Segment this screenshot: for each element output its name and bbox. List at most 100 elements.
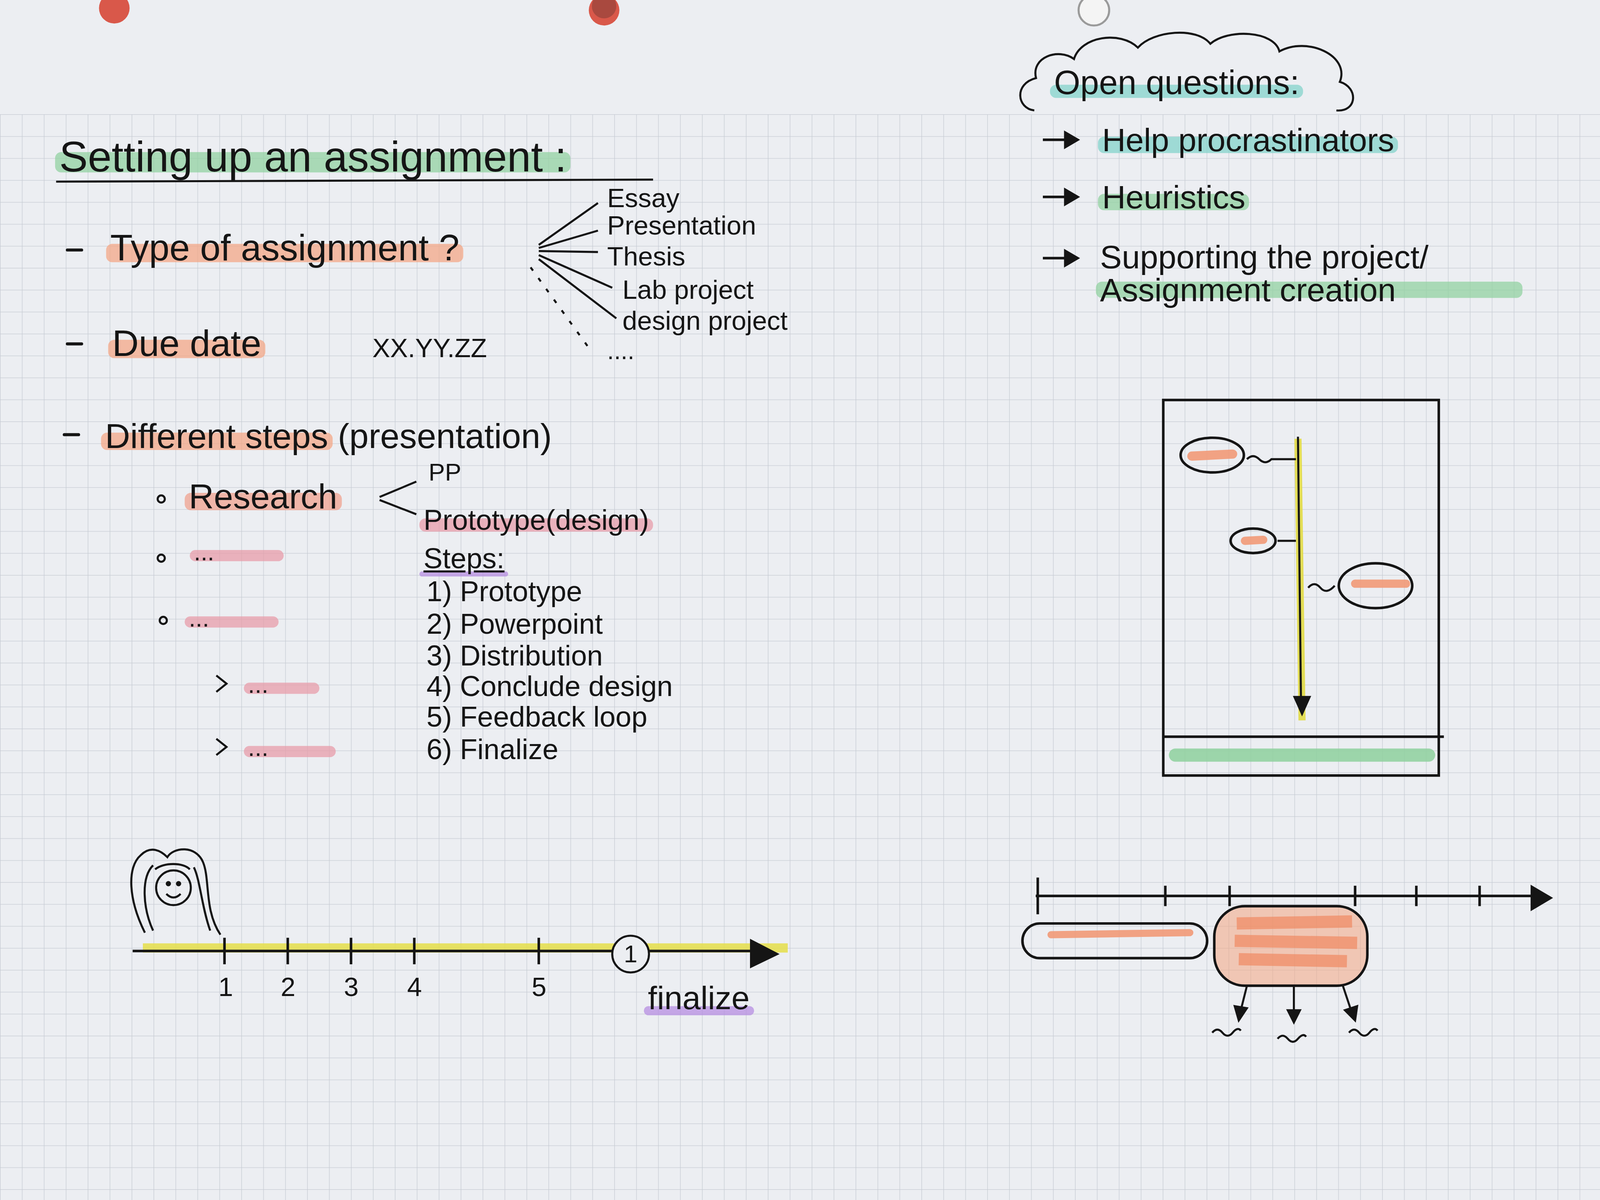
timeline-right-part-part: [1234, 1005, 1247, 1021]
option-text: Thesis: [607, 241, 686, 273]
fan-lines-part: [538, 251, 599, 253]
marker-highlight: [108, 340, 266, 358]
screen-sketch-part: [1292, 696, 1312, 717]
screen-sketch-part: [1246, 455, 1296, 462]
research-bracket-part: [379, 500, 417, 515]
screen-sketch-part: [1191, 453, 1233, 456]
tick-number: 4: [407, 972, 422, 1004]
timeline-right-part-part: [1277, 1034, 1306, 1042]
girl-figure-part: [131, 849, 221, 935]
timeline-right-part-part: [1212, 1028, 1241, 1036]
timeline-right-part: [1022, 923, 1208, 958]
marker-highlight: [1096, 281, 1523, 299]
tick-number: 1: [218, 972, 233, 1004]
timeline-right-part-part: [1353, 885, 1357, 906]
timeline-right-part-part: [1478, 885, 1481, 906]
marker-highlight: [244, 682, 320, 695]
sub-item: Prototype(design): [423, 503, 649, 537]
list-bullets-part: [157, 495, 165, 503]
date-placeholder: XX.YY.ZZ: [372, 333, 488, 365]
bullet-dashes-part: [67, 248, 82, 252]
timeline-left-part-part: [286, 937, 289, 965]
placeholder-item: ...: [248, 670, 269, 699]
marker-highlight: [101, 432, 333, 450]
placeholder-item: ...: [188, 603, 210, 633]
thought-cloud: Open questions:: [1015, 28, 1361, 115]
list-bullets-part: [216, 675, 227, 692]
girl-figure: [131, 849, 221, 935]
steps-heading: Steps:: [423, 542, 505, 576]
option-text: Essay: [607, 183, 680, 215]
page-title: Setting up an assignment :: [59, 132, 567, 182]
question-arrows: [1042, 132, 1078, 266]
sub-item: PP: [428, 458, 462, 487]
option-text: Lab project: [622, 275, 754, 306]
timeline-left-part: [750, 938, 780, 969]
screen-sketch-part: [1163, 735, 1444, 738]
timeline-right-part-part: [1348, 1028, 1378, 1036]
timeline-left-part: [132, 949, 760, 952]
marker-highlight: [419, 517, 654, 532]
timeline-right-part: [1214, 905, 1368, 986]
list-bullets-part: [159, 616, 167, 624]
marker-highlight: [184, 493, 342, 510]
girl-figure-part: [155, 870, 191, 905]
screen-sketch-part: [1355, 579, 1407, 589]
fan-lines-part: [538, 230, 599, 249]
question-item: Help procrastinators: [1101, 121, 1395, 160]
timeline-left-part-part: [413, 937, 416, 965]
timeline-right-part: [1234, 921, 1358, 962]
screen-sketch-part: [1230, 528, 1276, 554]
timeline-left: [132, 937, 788, 969]
step-item: 4) Conclude design: [426, 670, 673, 704]
question-arrows-part: [1065, 132, 1078, 147]
fan-lines-part: [538, 255, 613, 288]
timeline-left-part-part: [537, 937, 540, 965]
tick-number: 5: [531, 972, 547, 1004]
marker-highlight: [189, 549, 284, 562]
list-heading: Different steps (presentation): [105, 416, 552, 457]
timeline-right-part-part: [1292, 985, 1295, 1013]
circled-marker: 1: [611, 934, 650, 974]
paper-part: [0, 114, 1600, 1200]
step-item: 3) Distribution: [426, 639, 603, 673]
punch-holes: [98, 0, 1110, 26]
screen-sketch-part: [1175, 748, 1429, 762]
screen-sketch-part: [1180, 437, 1244, 473]
girl-figure-part: [194, 867, 211, 931]
node-text: Open questions:: [1053, 63, 1300, 102]
timeline-right: [1022, 877, 1554, 1042]
marker-highlight: [184, 615, 279, 628]
question-item: Heuristics: [1101, 178, 1246, 217]
screen-sketch-part: [1298, 436, 1302, 705]
marker-highlight: [1050, 84, 1304, 99]
girl-figure-part: [155, 863, 190, 870]
question-arrows-part: [1065, 189, 1078, 204]
marker-highlight: [644, 1005, 755, 1016]
screen-sketch-part: [1163, 400, 1439, 776]
list-heading: Due date: [112, 322, 262, 365]
timeline-right-part: [1530, 884, 1554, 912]
timeline-right-part-part: [1344, 1005, 1358, 1021]
option-text: Presentation: [607, 211, 756, 242]
punch-holes-part: [98, 0, 130, 24]
screen-sketch-part: [1244, 539, 1264, 541]
timeline-right-part: [1212, 1028, 1378, 1042]
list-heading: Type of assignment ?: [110, 226, 460, 269]
timeline-right-part-part: [1287, 1010, 1300, 1023]
screen-sketch-part: [1308, 584, 1335, 591]
timeline-left-part: [224, 937, 539, 965]
screen-sketch-part: [1338, 563, 1413, 608]
timeline-end-label: finalize: [648, 979, 750, 1018]
marker-highlight: [1098, 194, 1250, 211]
timeline-right-part: [1035, 894, 1536, 898]
question-item: Supporting the project/ Assignment creat…: [1100, 240, 1519, 307]
punch-holes-part: [1078, 0, 1110, 26]
marker-highlight: [105, 244, 464, 263]
research-bracket: [379, 481, 417, 515]
marker-highlight: [55, 152, 571, 173]
placeholder-item: ...: [248, 733, 269, 762]
